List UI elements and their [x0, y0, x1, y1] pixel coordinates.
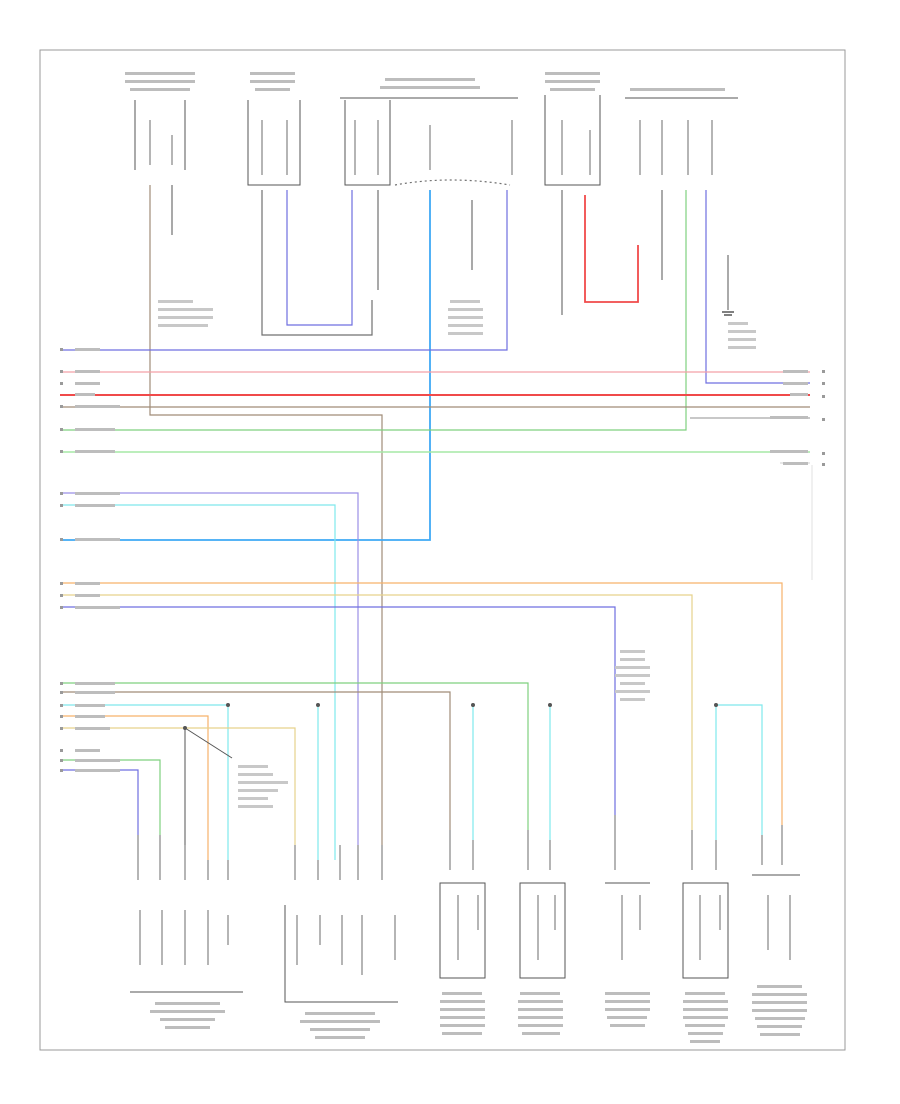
wire-code-blocks	[75, 348, 808, 772]
shield-bracket	[394, 179, 511, 186]
label-block	[630, 88, 725, 91]
bus-wire-orange	[60, 582, 783, 860]
wire-m5-blue	[705, 190, 810, 384]
pin-number-marks	[60, 348, 825, 772]
component-box-2	[247, 100, 301, 186]
label-block	[385, 78, 475, 81]
label-block	[130, 88, 190, 91]
wire-low-cyan6	[716, 704, 763, 860]
component-box-3-frame	[344, 100, 391, 186]
lower-wires	[60, 682, 763, 860]
top-pin-labels	[149, 120, 713, 175]
label-block	[255, 88, 290, 91]
bottom-label-blocks	[150, 985, 807, 1043]
wire-m3-blue	[60, 190, 508, 351]
top-components	[134, 95, 738, 186]
component-bottom-6	[682, 882, 729, 979]
wire-m2-dark	[261, 190, 373, 336]
wire-m4-red	[584, 195, 639, 303]
wire-low-green2	[60, 759, 161, 860]
note-blocks	[158, 300, 756, 808]
bus-wire-tan	[60, 594, 693, 860]
label-block	[125, 80, 195, 83]
bottom-pin-labels	[137, 815, 791, 975]
label-block	[545, 72, 600, 75]
component-box-left	[134, 100, 186, 170]
wire-low-green	[60, 682, 529, 860]
wire-m5-green	[60, 190, 687, 431]
top-vertical-wires	[60, 179, 810, 860]
wire-low-brown	[60, 691, 451, 860]
label-block	[380, 86, 480, 89]
component-box-4	[544, 95, 601, 186]
wire-low-violet	[60, 769, 139, 860]
diagram-frame	[39, 49, 846, 1051]
component-bottom-2	[284, 905, 398, 1003]
bus-wire-cyan	[60, 504, 336, 860]
wire-left-brown	[149, 185, 383, 860]
label-block	[250, 72, 295, 75]
wire-m3-lightblue	[60, 190, 431, 541]
bus-wire-violet	[60, 492, 359, 860]
top-label-blocks	[125, 72, 725, 91]
bottom-components	[130, 874, 800, 1003]
note-pointer	[184, 727, 233, 759]
bus-wire-blue	[60, 606, 616, 860]
component-bottom-4	[519, 882, 566, 979]
label-block	[545, 80, 600, 83]
wire-low-tan	[60, 727, 296, 860]
ground-icon	[722, 311, 734, 316]
bus-wires	[60, 371, 810, 860]
wire-low-orange	[60, 715, 209, 860]
label-block	[125, 72, 195, 75]
wire-m2-blue	[286, 190, 353, 326]
label-block	[250, 80, 295, 83]
label-block	[550, 88, 595, 91]
component-bottom-3	[439, 882, 486, 979]
